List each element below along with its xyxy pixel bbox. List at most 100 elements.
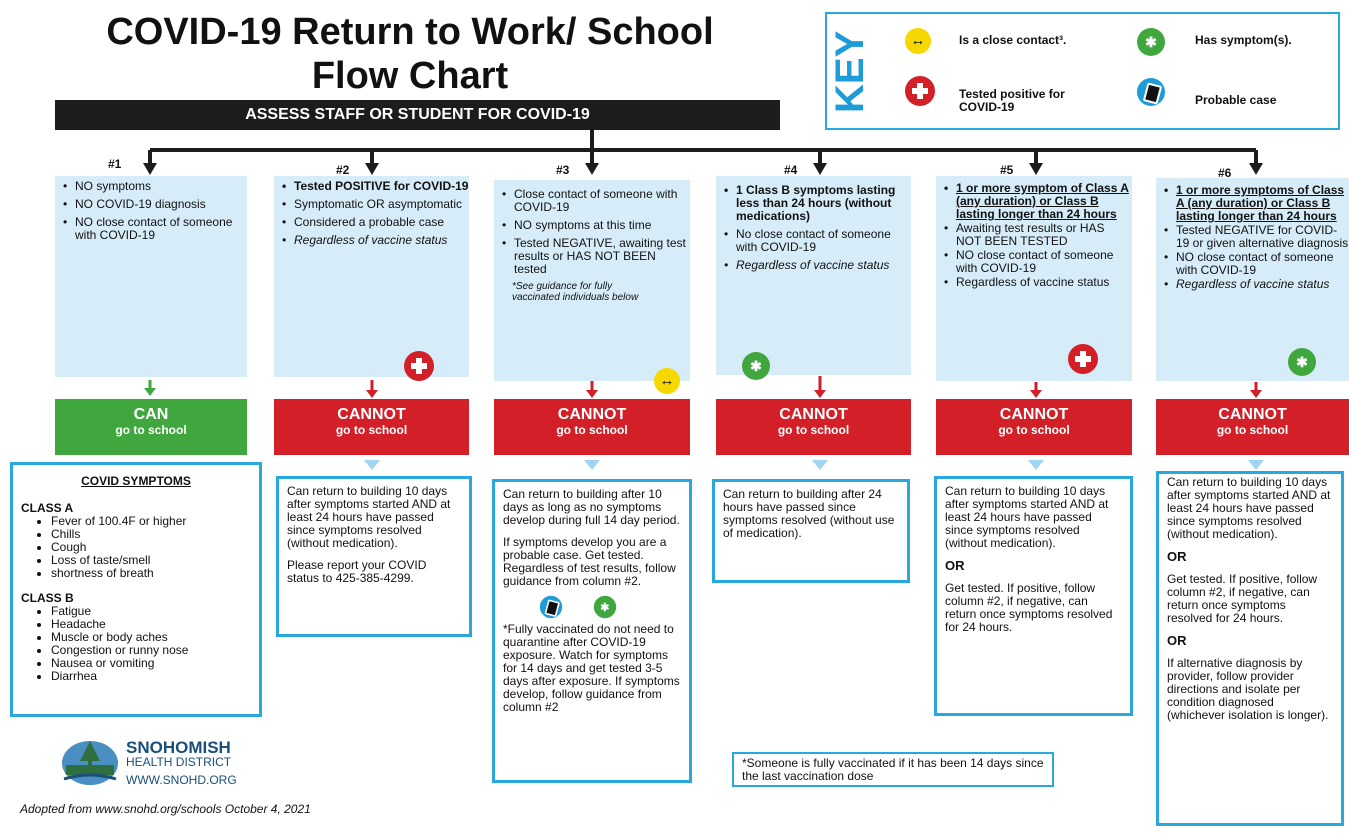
result-text: Can return to building 10 days after sym…	[1167, 475, 1331, 541]
status-label: CANNOT	[1218, 406, 1287, 423]
symptom-item: Nausea or vomiting	[51, 657, 251, 670]
snohomish-logo-icon	[62, 741, 118, 785]
criteria-item: 1 or more symptom of Class A (any durati…	[944, 182, 1132, 221]
status-sub: go to school	[556, 423, 628, 437]
class-b-label: CLASS B	[21, 591, 74, 605]
criteria-item: 1 Class B symptoms lasting less than 24 …	[724, 184, 911, 223]
result-text: Can return to building 10 days after sym…	[945, 484, 1109, 550]
criteria-item: No close contact of someone with COVID-1…	[724, 228, 911, 254]
vaccination-footnote: *Someone is fully vaccinated if it has b…	[732, 752, 1054, 787]
key-label: KEY	[828, 30, 872, 114]
key-close-contact: Is a close contact³.	[959, 33, 1067, 47]
logo-subtitle: HEALTH DISTRICT	[126, 755, 232, 769]
status-label: CANNOT	[557, 406, 627, 423]
covid-symptoms-box: COVID SYMPTOMS CLASS A Fever of 100.4F o…	[10, 462, 262, 717]
logo-name: SNOHOMISH	[126, 738, 231, 757]
column-number: #1	[108, 157, 122, 171]
criteria-item: NO symptoms at this time	[502, 219, 690, 233]
criteria-item: Close contact of someone with COVID-19	[502, 188, 690, 214]
tested-positive-icon	[905, 76, 935, 106]
criteria-box-5: 1 or more symptom of Class A (any durati…	[936, 176, 1132, 381]
symptom-item: Diarrhea	[51, 670, 251, 683]
column-number: #5	[1000, 163, 1014, 177]
status-cannot: CANNOT go to school	[716, 399, 911, 455]
symptom-icon: ✱	[742, 352, 770, 380]
symptom-item: shortness of breath	[51, 567, 251, 580]
criteria-box-1: NO symptoms NO COVID-19 diagnosis NO clo…	[55, 176, 247, 377]
key-probable: Probable case	[1195, 93, 1277, 107]
result-text: Can return to building 10 days after sym…	[287, 484, 451, 550]
status-can: CAN go to school	[55, 399, 247, 455]
result-text: Can return to building after 10 days as …	[503, 487, 680, 527]
assess-banner: ASSESS STAFF OR STUDENT FOR COVID-19	[55, 100, 780, 130]
page-title: COVID-19 Return to Work/ School Flow Cha…	[106, 11, 714, 97]
tested-positive-icon	[1068, 344, 1098, 374]
result-box-6: Can return to building 10 days after sym…	[1156, 471, 1344, 826]
probable-case-icon	[539, 595, 563, 619]
tested-positive-icon	[404, 351, 434, 381]
criteria-box-3: Close contact of someone with COVID-19 N…	[494, 180, 690, 394]
status-label: CANNOT	[337, 406, 406, 423]
criteria-item: NO COVID-19 diagnosis	[63, 198, 247, 212]
result-box-5: Can return to building 10 days after sym…	[934, 476, 1133, 716]
result-box-3: Can return to building after 10 days as …	[492, 479, 692, 783]
symptoms-heading: COVID SYMPTOMS	[81, 474, 191, 488]
symptom-item: Fatigue	[51, 605, 251, 618]
criteria-item: Regardless of vaccine status	[282, 234, 469, 248]
result-box-4: Can return to building after 24 hours ha…	[712, 479, 910, 583]
probable-case-icon	[1137, 78, 1165, 106]
status-sub: go to school	[1216, 423, 1289, 437]
symptom-icon: ✱	[593, 595, 617, 619]
symptom-icon: ✱	[1288, 348, 1316, 376]
close-contact-icon: ↔	[905, 28, 931, 54]
vaccinated-note: *See guidance for fully vaccinated indiv…	[512, 281, 639, 303]
criteria-item: Considered a probable case	[282, 216, 469, 230]
status-sub: go to school	[335, 423, 408, 437]
result-text: Get tested. If positive, follow column #…	[945, 581, 1113, 634]
criteria-item: NO symptoms	[63, 180, 247, 194]
symptom-item: Headache	[51, 618, 251, 631]
criteria-item: NO close contact of someone with COVID-1…	[63, 216, 247, 242]
criteria-item: Symptomatic OR asymptomatic	[282, 198, 469, 212]
status-cannot: CANNOT go to school	[1156, 399, 1349, 455]
column-number: #4	[784, 163, 798, 177]
status-label: CANNOT	[999, 406, 1069, 423]
or-label: OR	[1167, 633, 1187, 648]
adopted-credit: Adopted from www.snohd.org/schools Octob…	[20, 802, 311, 816]
or-label: OR	[1167, 549, 1187, 564]
or-label: OR	[945, 558, 965, 573]
symptom-item: Loss of taste/smell	[51, 554, 251, 567]
result-text: If alternative diagnosis by provider, fo…	[1167, 656, 1329, 722]
criteria-item: Tested NEGATIVE for COVID-19 or given al…	[1164, 224, 1349, 250]
criteria-box-4: 1 Class B symptoms lasting less than 24 …	[716, 176, 911, 380]
status-cannot: CANNOT go to school	[494, 399, 690, 455]
key-tested-positive: Tested positive for COVID-19	[959, 87, 1065, 114]
symptom-item: Congestion or runny nose	[51, 644, 251, 657]
symptom-item: Muscle or body aches	[51, 631, 251, 644]
criteria-item: Regardless of vaccine status	[1164, 278, 1349, 292]
symptom-item: Chills	[51, 528, 251, 541]
result-text: If symptoms develop you are a probable c…	[503, 535, 676, 588]
result-text: *Fully vaccinated do not need to quarant…	[503, 622, 680, 714]
status-sub: go to school	[115, 423, 187, 437]
criteria-box-2: Tested POSITIVE for COVID-19 Symptomatic…	[274, 176, 469, 381]
result-icons: ✱	[503, 595, 681, 623]
key-legend: KEY ↔ Is a close contact³. Tested positi…	[825, 12, 1340, 130]
status-sub: go to school	[777, 423, 850, 437]
column-number: #6	[1218, 166, 1232, 180]
criteria-item: Awaiting test results or HAS NOT BEEN TE…	[944, 222, 1132, 248]
status-sub: go to school	[998, 423, 1070, 437]
column-number: #3	[556, 163, 570, 177]
column-number: #2	[336, 163, 350, 177]
criteria-item: NO close contact of someone with COVID-1…	[1164, 251, 1349, 277]
symptom-item: Cough	[51, 541, 251, 554]
result-box-2: Can return to building 10 days after sym…	[276, 476, 472, 637]
symptom-item: Fever of 100.4F or higher	[51, 515, 251, 528]
status-cannot: CANNOT go to school	[936, 399, 1132, 455]
criteria-item: 1 or more symptoms of Class A (any durat…	[1164, 184, 1349, 223]
status-cannot: CANNOT go to school	[274, 399, 469, 455]
symptom-icon: ✱	[1137, 28, 1165, 56]
class-a-label: CLASS A	[21, 501, 74, 515]
status-label: CAN	[133, 406, 169, 423]
